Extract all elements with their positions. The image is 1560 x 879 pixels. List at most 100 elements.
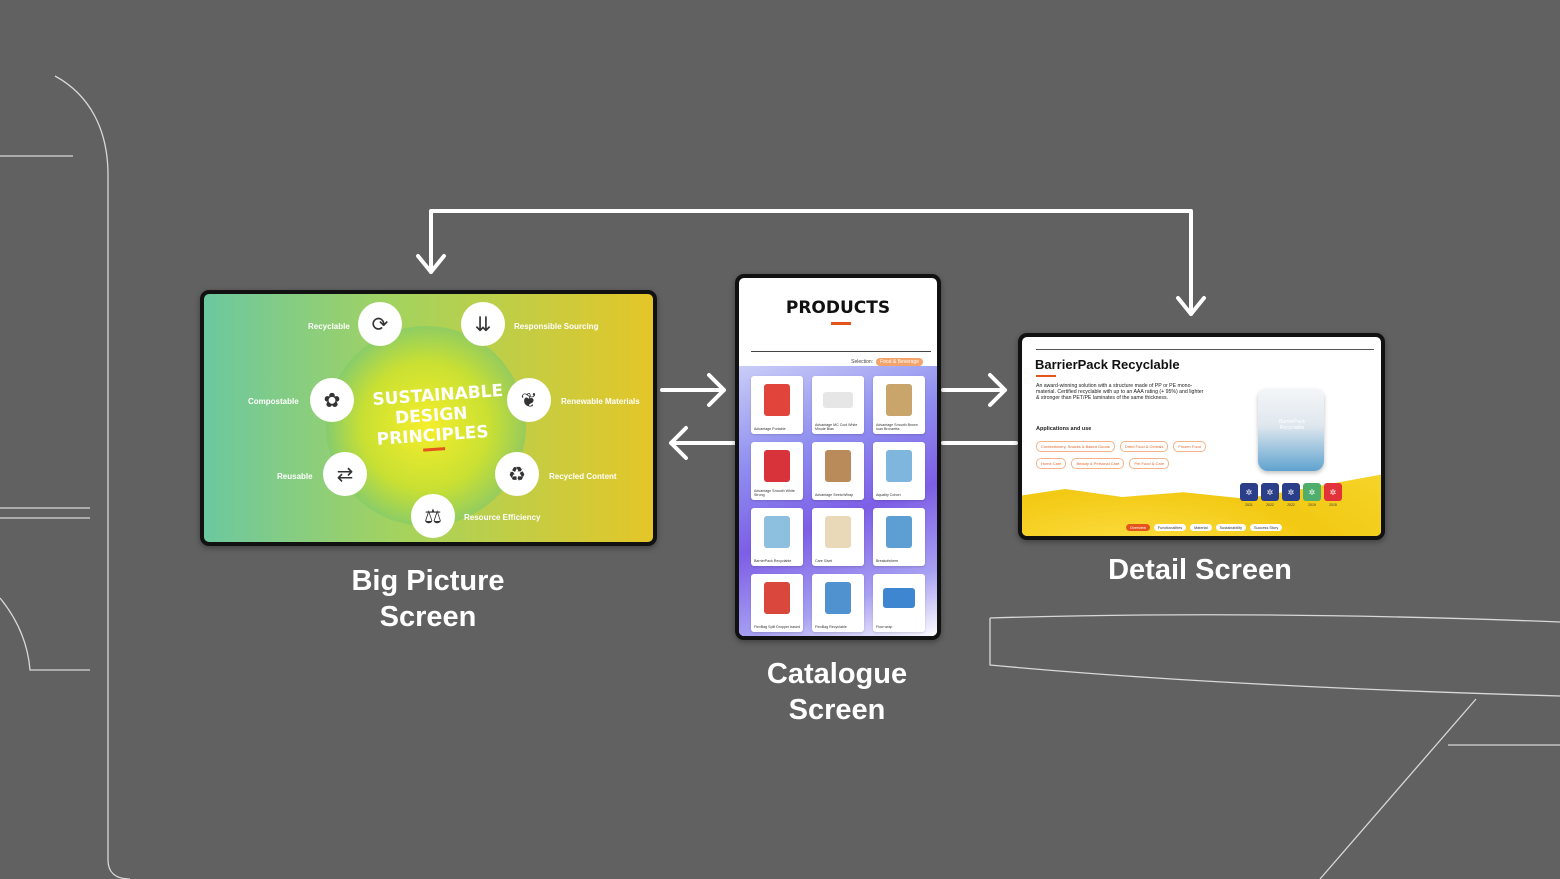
application-tag[interactable]: Pet Food & Care (1129, 458, 1170, 469)
product-name: FlexBag Recyclable (815, 625, 847, 629)
detail-divider (1036, 349, 1374, 350)
hand-sourcing-icon[interactable]: ⇊ (461, 302, 505, 346)
product-card[interactable]: FlexBag Recyclable (812, 574, 864, 632)
product-name: Advantage Smooth White Strong (754, 489, 795, 497)
application-tag[interactable]: Frozen Food (1173, 441, 1207, 452)
product-thumbnail (886, 384, 912, 416)
tab-functionalities[interactable]: Functionalities (1153, 524, 1187, 531)
line-art-left-lower (0, 597, 90, 671)
line-art-right-bottom (989, 618, 1560, 697)
product-thumbnail (764, 582, 790, 614)
principle-label-compostable: Compostable (248, 397, 299, 406)
product-thumbnail (886, 450, 912, 482)
selection-chip[interactable]: Food & Beverage (876, 358, 923, 366)
arrow-catalogue-to-big (669, 426, 737, 460)
selection-filter[interactable]: Selection: Food & Beverage (851, 358, 923, 366)
application-tag[interactable]: Beauty & Personal Care (1071, 458, 1125, 469)
product-card[interactable]: Flow wrap (873, 574, 925, 632)
background-line-art (0, 75, 1560, 879)
line-art-left-curve (54, 75, 131, 879)
arrow-big-to-catalogue (660, 373, 726, 407)
catalogue-caption: Catalogue Screen (737, 656, 937, 728)
product-card[interactable]: Advantage StretchWrap (812, 442, 864, 500)
product-title-underline (1036, 375, 1056, 377)
award-year: 2022 (1266, 503, 1274, 507)
caption-line: Screen (788, 694, 886, 726)
product-card[interactable]: Aquality Cohort (873, 442, 925, 500)
recycle-loop-icon[interactable]: ⟳ (358, 302, 402, 346)
tab-material[interactable]: Material (1190, 524, 1212, 531)
award-badge-icon[interactable]: ✲2022 (1261, 483, 1279, 507)
product-card[interactable]: Advantage Smooth Brown Iuan Bronzetta (873, 376, 925, 434)
caption-line: Catalogue (766, 658, 908, 690)
product-thumbnail (764, 384, 790, 416)
principle-label-responsible-sourcing: Responsible Sourcing (514, 322, 599, 331)
product-name: Advantage Smooth Brown Iuan Bronzetta (876, 423, 918, 431)
product-pouch-image: BarrierPack Recyclable (1258, 389, 1324, 471)
product-card[interactable]: FlexBag Split Dropper based (751, 574, 803, 632)
line-art-right-diagonal (1319, 698, 1477, 879)
product-name: Advantage Portable (754, 427, 786, 431)
principle-label-reusable: Reusable (277, 472, 313, 481)
product-thumbnail (764, 450, 790, 482)
product-card[interactable]: Advantage Portable (751, 376, 803, 434)
application-tag[interactable]: Home Care (1036, 458, 1067, 469)
principle-label-resource-efficiency: Resource Efficiency (464, 513, 541, 522)
applications-heading: Applications and use (1036, 426, 1092, 432)
product-name: FlexBag Split Dropper based (754, 625, 800, 629)
product-card[interactable]: Breakofwhere (873, 508, 925, 566)
catalogue-screen: PRODUCTS Selection: Food & Beverage Adva… (735, 274, 941, 640)
caption-line: Detail Screen (1108, 554, 1292, 586)
product-name: Flow wrap (876, 625, 893, 629)
tab-sustainability[interactable]: Sustainability (1215, 524, 1246, 531)
catalogue-divider (751, 351, 931, 352)
scale-icon[interactable]: ⚖ (411, 494, 455, 538)
product-thumbnail (825, 516, 851, 548)
products-title: PRODUCTS (785, 298, 891, 318)
product-name: BarrierPack Recyclable (754, 559, 792, 563)
big-picture-caption: Big Picture Screen (328, 563, 528, 635)
recycle-triangle-icon[interactable]: ♻ (495, 452, 539, 496)
reuse-arrows-icon[interactable]: ⇄ (323, 452, 367, 496)
product-description: An award-winning solution with a structu… (1036, 383, 1204, 402)
detail-nav-tabs: Overview Functionalities Material Sustai… (1126, 524, 1283, 531)
award-badge-icon[interactable]: ✲2015 (1324, 483, 1342, 507)
award-year: 2022 (1287, 503, 1295, 507)
product-card[interactable]: Advantage Smooth White Strong (751, 442, 803, 500)
application-tag[interactable]: Dried Food & Cereals (1119, 441, 1169, 452)
award-year: 2019 (1308, 503, 1316, 507)
product-thumbnail (886, 516, 912, 548)
arrowhead-to-detail (1176, 296, 1206, 316)
principles-title: SUSTAINABLE DESIGN PRINCIPLES (372, 381, 504, 455)
product-thumbnail (764, 516, 790, 548)
principle-label-renewable-materials: Renewable Materials (561, 397, 640, 406)
award-year: 2021 (1245, 503, 1253, 507)
product-card[interactable]: Care Givet (812, 508, 864, 566)
detail-caption: Detail Screen (1090, 552, 1310, 588)
caption-line: Big Picture (351, 565, 505, 597)
product-thumbnail (823, 392, 853, 408)
principle-label-recyclable: Recyclable (308, 322, 350, 331)
application-tags: Confectionery, Snacks & Baked Goods Drie… (1036, 441, 1216, 469)
award-badge-icon[interactable]: ✲2022 (1282, 483, 1300, 507)
pouch-label: BarrierPack Recyclable (1278, 419, 1306, 431)
tab-success-story[interactable]: Success Story (1250, 524, 1283, 531)
connector-top-loop (429, 209, 1193, 316)
leaf-icon[interactable]: ❦ (507, 378, 551, 422)
application-tag[interactable]: Confectionery, Snacks & Baked Goods (1036, 441, 1115, 452)
big-picture-screen: SUSTAINABLE DESIGN PRINCIPLES ⟳ Recyclab… (200, 290, 657, 546)
plant-icon[interactable]: ✿ (310, 378, 354, 422)
award-badge-icon[interactable]: ✲2021 (1240, 483, 1258, 507)
paint-blob (326, 326, 526, 526)
product-name: Care Givet (815, 559, 833, 563)
product-card[interactable]: Advantage MC Cool White Minute Bias (812, 376, 864, 434)
tab-overview[interactable]: Overview (1126, 524, 1150, 531)
arrow-catalogue-to-detail (941, 373, 1007, 407)
product-thumbnail (825, 582, 851, 614)
product-card[interactable]: BarrierPack Recyclable (751, 508, 803, 566)
award-badge-icon[interactable]: ✲2019 (1303, 483, 1321, 507)
product-name: Advantage MC Cool White Minute Bias (815, 423, 858, 431)
product-name: Breakofwhere (876, 559, 899, 563)
product-name: Advantage StretchWrap (815, 493, 854, 497)
